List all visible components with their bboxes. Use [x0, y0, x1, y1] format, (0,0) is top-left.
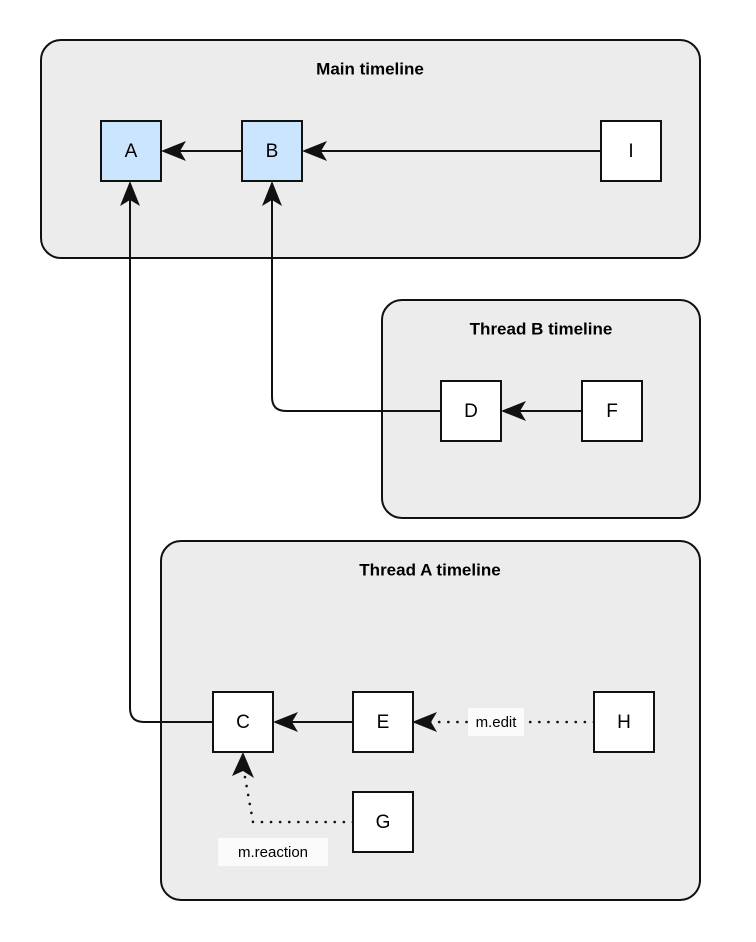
edge-label-m-reaction: m.reaction [238, 844, 308, 861]
node-e-shape[interactable] [352, 691, 414, 753]
node-c-shape[interactable] [212, 691, 274, 753]
node-e-label: E [377, 712, 390, 733]
container-group: Main timeline Thread B timeline Thread A… [40, 39, 701, 901]
arrowhead-h-to-e [412, 712, 437, 732]
edge-d-to-b[interactable] [271, 192, 441, 412]
edge-label-m-reaction-bg [218, 838, 328, 866]
node-g-label: G [376, 812, 391, 833]
node-i-label: I [628, 141, 633, 162]
edge-label-m-edit-bg [468, 708, 524, 736]
container-main-timeline-shape[interactable] [40, 39, 701, 259]
arrowhead-f-to-d [501, 401, 526, 421]
node-d-label: D [464, 401, 478, 422]
node-h-label: H [617, 712, 631, 733]
node-a-shape[interactable] [100, 120, 162, 182]
node-a-label: A [125, 141, 138, 162]
node-d[interactable]: D [440, 380, 502, 442]
arrowhead-c-to-a [120, 181, 140, 206]
arrowhead-i-to-b [302, 141, 327, 161]
container-thread-a-timeline-title: Thread A timeline [359, 560, 500, 579]
node-b[interactable]: B [241, 120, 303, 182]
edge-g-to-c-annotation[interactable] [241, 764, 355, 824]
edge-label-m-edit: m.edit [476, 714, 518, 731]
node-i-shape[interactable] [600, 120, 662, 182]
arrowhead-e-to-c [273, 712, 298, 732]
edge-group [120, 141, 601, 824]
node-g-shape[interactable] [352, 791, 414, 853]
node-f[interactable]: F [581, 380, 643, 442]
node-d-shape[interactable] [440, 380, 502, 442]
node-c-label: C [236, 712, 250, 733]
edge-label-group: m.edit m.reaction [218, 708, 524, 866]
node-group: A B I D F C E [100, 120, 662, 853]
node-h-shape[interactable] [593, 691, 655, 753]
node-c[interactable]: C [212, 691, 274, 753]
container-main-timeline[interactable]: Main timeline [40, 39, 701, 259]
container-thread-b-timeline-title: Thread B timeline [470, 319, 613, 338]
node-e[interactable]: E [352, 691, 414, 753]
arrowhead-b-to-a [161, 141, 186, 161]
edge-c-to-a[interactable] [129, 192, 213, 723]
arrowhead-g-to-c [232, 752, 254, 778]
node-g[interactable]: G [352, 791, 414, 853]
container-thread-b-timeline[interactable]: Thread B timeline [381, 299, 701, 519]
node-h[interactable]: H [593, 691, 655, 753]
container-thread-b-timeline-shape[interactable] [381, 299, 701, 519]
node-b-label: B [266, 141, 279, 162]
node-f-shape[interactable] [581, 380, 643, 442]
container-main-timeline-title: Main timeline [316, 59, 424, 78]
node-f-label: F [606, 401, 618, 422]
node-i[interactable]: I [600, 120, 662, 182]
arrowhead-d-to-b [262, 181, 282, 206]
node-b-shape[interactable] [241, 120, 303, 182]
node-a[interactable]: A [100, 120, 162, 182]
